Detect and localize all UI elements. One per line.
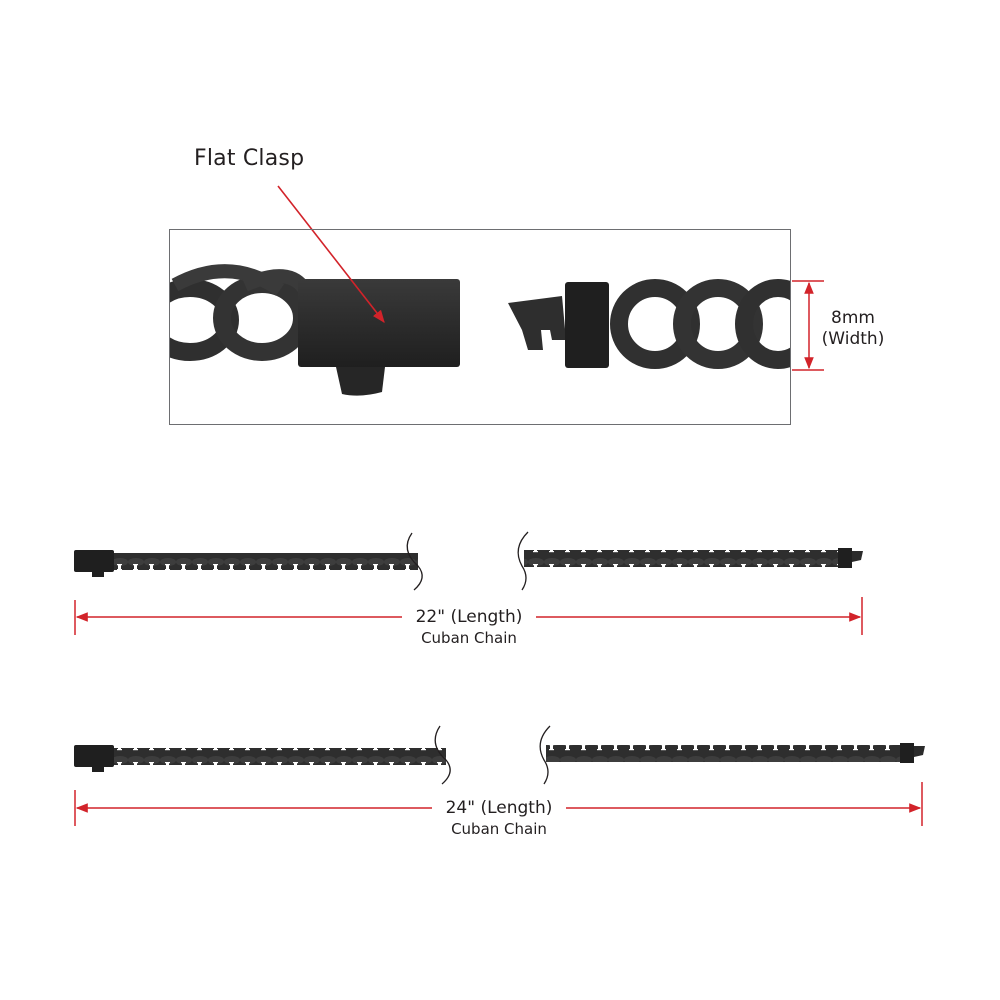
width-dimension (792, 280, 824, 371)
width-value: 8mm (831, 308, 875, 328)
chain-24-graphic (74, 725, 925, 785)
flat-clasp-label: Flat Clasp (194, 146, 305, 171)
length-24-value: 24" (Length) (445, 798, 553, 818)
clasp-receiver (565, 282, 609, 368)
clasp-tab (336, 367, 385, 396)
clasp-detail-frame (169, 229, 791, 425)
width-caption: (Width) (821, 329, 885, 349)
length-24-type: Cuban Chain (451, 820, 547, 838)
length-22-dimension (74, 597, 863, 635)
chain-22-graphic (74, 531, 863, 591)
callout-arrow (277, 185, 385, 324)
length-22-label: 22" (Length) Cuban Chain (402, 607, 536, 649)
length-24-label: 24" (Length) Cuban Chain (432, 798, 566, 840)
clasp-tongue (508, 296, 566, 350)
width-label: 8mm (Width) (816, 308, 890, 350)
length-22-value: 22" (Length) (415, 607, 523, 627)
length-24-dimension (74, 782, 923, 826)
length-22-type: Cuban Chain (421, 629, 517, 647)
